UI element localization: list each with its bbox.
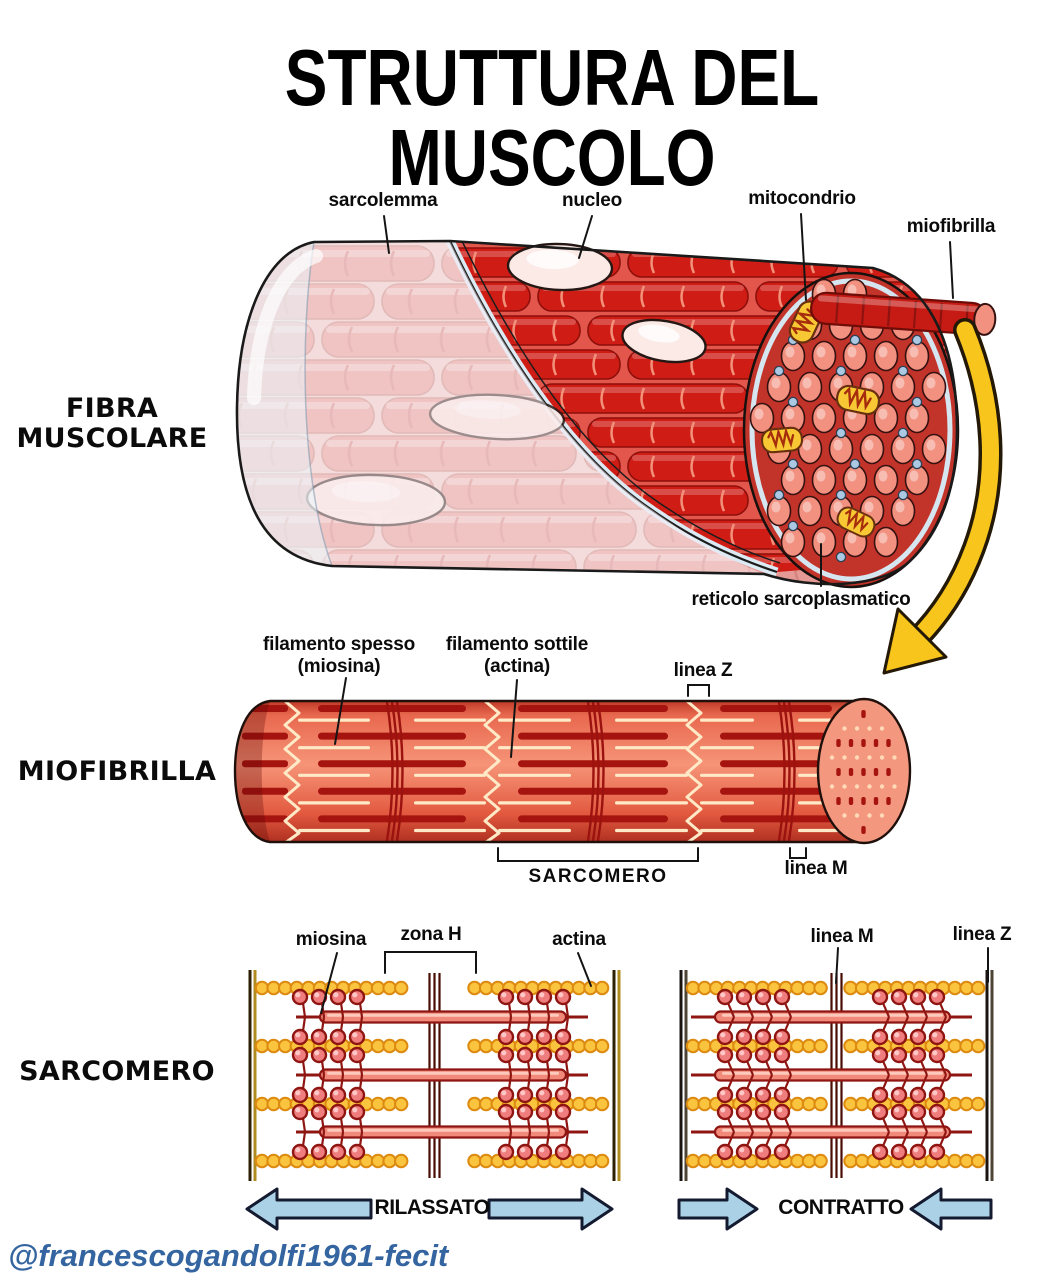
- label-zona-h: zona H: [400, 924, 462, 945]
- pointer-filamento-sottile: [510, 679, 518, 758]
- bracket-linea-m-myofibril: [789, 847, 807, 859]
- attribution-signature: @francescogandolfi1961-fecit: [8, 1238, 449, 1273]
- label-contratto: CONTRATTO: [778, 1196, 904, 1219]
- section-label-sarcomero: SARCOMERO: [19, 1056, 215, 1087]
- label-nucleo: nucleo: [561, 190, 623, 211]
- label-sarcomero-bracket: SARCOMERO: [528, 866, 668, 887]
- pointer-mitocondrio: [800, 213, 807, 301]
- pointer-filamento-spesso: [334, 677, 347, 745]
- label-filamento-spesso-line1: filamento spesso: [262, 634, 415, 655]
- zoom-arrow: [882, 318, 1003, 675]
- bracket-zona-h: [384, 951, 477, 974]
- label-filamento-sottile-line1: filamento sottile: [445, 634, 589, 655]
- pointer-actina: [577, 952, 592, 987]
- pointer-lines: [320, 213, 989, 1014]
- label-mitocondrio: mitocondrio: [748, 188, 856, 209]
- label-linea-z-myofibril: linea Z: [673, 660, 733, 681]
- label-rilassato: RILASSATO: [374, 1196, 490, 1219]
- label-reticolo-sarcoplasmatico: reticolo sarcoplasmatico: [691, 589, 911, 610]
- state-arrows: [245, 1187, 993, 1231]
- section-label-miofibrilla: MIOFIBRILLA: [17, 756, 217, 787]
- bracket-sarcomero: [497, 847, 699, 862]
- label-linea-m-sarcomere: linea M: [810, 926, 874, 947]
- label-filamento-spesso: filamento spesso (miosina): [238, 634, 440, 679]
- sarcomere-relaxed-illustration: [248, 970, 621, 1181]
- label-filamento-sottile-line2: (actina): [484, 656, 550, 678]
- page-title: STRUTTURA DEL MUSCOLO: [284, 33, 820, 202]
- pointer-miosina: [320, 952, 338, 1014]
- label-actina: actina: [552, 929, 606, 950]
- label-filamento-spesso-line2: (miosina): [297, 656, 381, 678]
- label-linea-z-sarcomere: linea Z: [952, 924, 1012, 945]
- label-linea-m-myofibril: linea M: [784, 858, 848, 879]
- pointer-nucleo: [578, 215, 593, 259]
- label-filamento-sottile: filamento sottile (actina): [416, 634, 618, 679]
- section-label-fibra: FIBRA MUSCOLARE: [16, 393, 208, 455]
- bracket-linea-z-myofibril: [687, 684, 710, 697]
- pointer-linea-m-sarcomere: [835, 947, 839, 984]
- pointer-sarcolemma: [383, 215, 390, 254]
- myofibril-illustration: [233, 697, 912, 845]
- pointer-miofibrilla: [949, 241, 954, 299]
- label-miosina: miosina: [295, 929, 367, 950]
- sarcomere-contracted-illustration: [679, 970, 994, 1181]
- label-sarcolemma: sarcolemma: [328, 190, 438, 211]
- label-miofibrilla: miofibrilla: [906, 216, 996, 237]
